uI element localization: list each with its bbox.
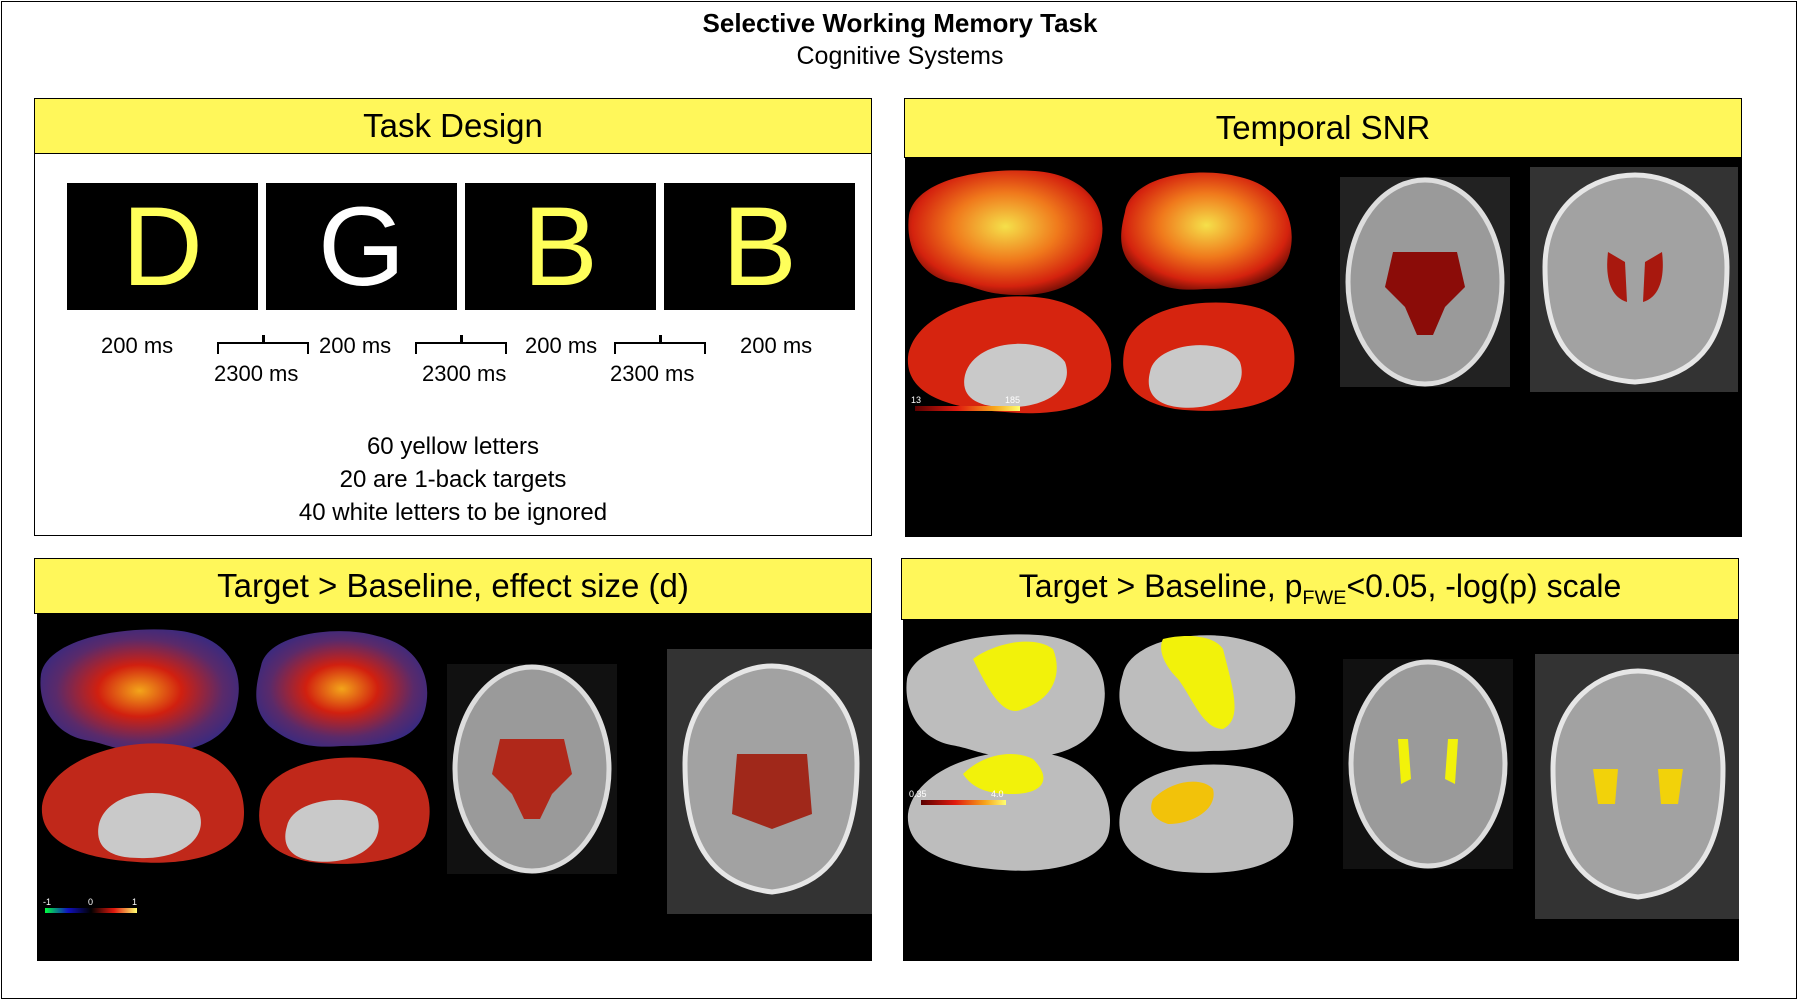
pfwe-right-lateral-activation — [1161, 636, 1235, 729]
tsnr-colorbar-min: 13 — [911, 395, 921, 405]
duration-label-2: 200 ms — [319, 333, 392, 358]
pfwe-right-medial-surface — [1119, 764, 1294, 873]
tsnr-coronal-activation-left — [1607, 252, 1627, 302]
figure-title: Selective Working Memory Task — [702, 8, 1098, 38]
tsnr-colorbar — [915, 406, 1020, 411]
stimulus-letter-1: D — [122, 183, 203, 309]
pfwe-header: Target > Baseline, pFWE<0.05, -log(p) sc… — [901, 558, 1739, 620]
tsnr-axial-activation — [1385, 252, 1465, 335]
tsnr-coronal-activation-right — [1643, 252, 1663, 302]
duration-label-4: 200 ms — [740, 333, 813, 358]
pfwe-axial-slice — [1348, 659, 1508, 869]
tsnr-coronal-slice — [1542, 172, 1730, 385]
pfwe-right-medial-activation — [1151, 781, 1214, 824]
effect-size-brain-images: -1 0 1 — [40, 629, 872, 914]
stimulus-letter-2: G — [317, 183, 406, 309]
task-design-header: Task Design — [34, 98, 872, 154]
pfwe-colorbar-min: 0.35 — [909, 789, 927, 799]
pfwe-axial-activation-left — [1398, 739, 1411, 784]
pfwe-header-suffix: <0.05, -log(p) scale — [1346, 568, 1622, 605]
pfwe-header-text: Target > Baseline, pFWE<0.05, -log(p) sc… — [1019, 568, 1622, 610]
pfwe-left-medial-activation — [963, 754, 1044, 794]
tsnr-header: Temporal SNR — [904, 98, 1742, 158]
effect-colorbar-min: -1 — [43, 897, 51, 907]
tsnr-left-lateral-surface — [908, 170, 1103, 296]
tsnr-left-medial-wall — [964, 343, 1067, 408]
pfwe-coronal-activation-left — [1593, 769, 1618, 804]
pfwe-left-medial-surface — [907, 751, 1111, 871]
interval-label-1: 2300 ms — [214, 361, 299, 386]
interval-bracket-2 — [415, 335, 507, 354]
effect-colorbar-max: 1 — [132, 897, 137, 907]
figure-subtitle: Cognitive Systems — [796, 42, 1004, 70]
effect-colorbar — [45, 908, 137, 913]
tsnr-right-medial-wall — [1148, 345, 1242, 408]
effect-colorbar-mid: 0 — [88, 897, 93, 907]
summary-line-2: 20 are 1-back targets — [339, 466, 567, 493]
pfwe-header-subscript: FWE — [1302, 586, 1347, 609]
pfwe-axial-activation-right — [1445, 739, 1458, 784]
stimulus-letter-4: B — [722, 183, 797, 309]
interval-bracket-1 — [217, 335, 309, 354]
effect-axial-activation — [492, 739, 572, 819]
pfwe-colorbar-max: 4.0 — [991, 789, 1004, 799]
letter-box-3: B — [465, 183, 656, 310]
duration-label-3: 200 ms — [525, 333, 598, 358]
tsnr-right-lateral-surface — [1121, 172, 1292, 290]
task-design-header-text: Task Design — [363, 107, 543, 144]
interval-bracket-3 — [614, 335, 706, 354]
interval-label-2: 2300 ms — [422, 361, 507, 386]
letter-box-2: G — [266, 183, 457, 310]
pfwe-left-lateral-activation — [973, 641, 1057, 711]
pfwe-coronal-slice — [1550, 668, 1726, 900]
stimulus-letter-3: B — [523, 183, 598, 309]
effect-left-medial-wall — [98, 792, 201, 859]
pfwe-coronal-activation-right — [1658, 769, 1683, 804]
letter-box-1: D — [67, 183, 258, 310]
pfwe-header-prefix: Target > Baseline, p — [1018, 568, 1303, 605]
duration-label-1: 200 ms — [101, 333, 174, 358]
effect-size-header: Target > Baseline, effect size (d) — [34, 558, 872, 614]
summary-line-3: 40 white letters to be ignored — [298, 499, 608, 526]
effect-size-header-text: Target > Baseline, effect size (d) — [217, 567, 689, 604]
letter-box-4: B — [664, 183, 855, 310]
pfwe-colorbar — [921, 800, 1006, 805]
effect-left-lateral-surface — [40, 629, 239, 753]
pfwe-brain-images: 0.35 4.0 — [906, 634, 1739, 919]
tsnr-brain-images: 13 185 — [907, 167, 1738, 414]
effect-right-medial-wall — [285, 799, 379, 862]
interval-label-3: 2300 ms — [610, 361, 695, 386]
effect-right-lateral-surface — [256, 631, 428, 747]
effect-coronal-activation — [732, 754, 812, 829]
tsnr-colorbar-max: 185 — [1005, 395, 1020, 405]
summary-line-1: 60 yellow letters — [366, 433, 540, 460]
tsnr-header-text: Temporal SNR — [1215, 109, 1431, 146]
